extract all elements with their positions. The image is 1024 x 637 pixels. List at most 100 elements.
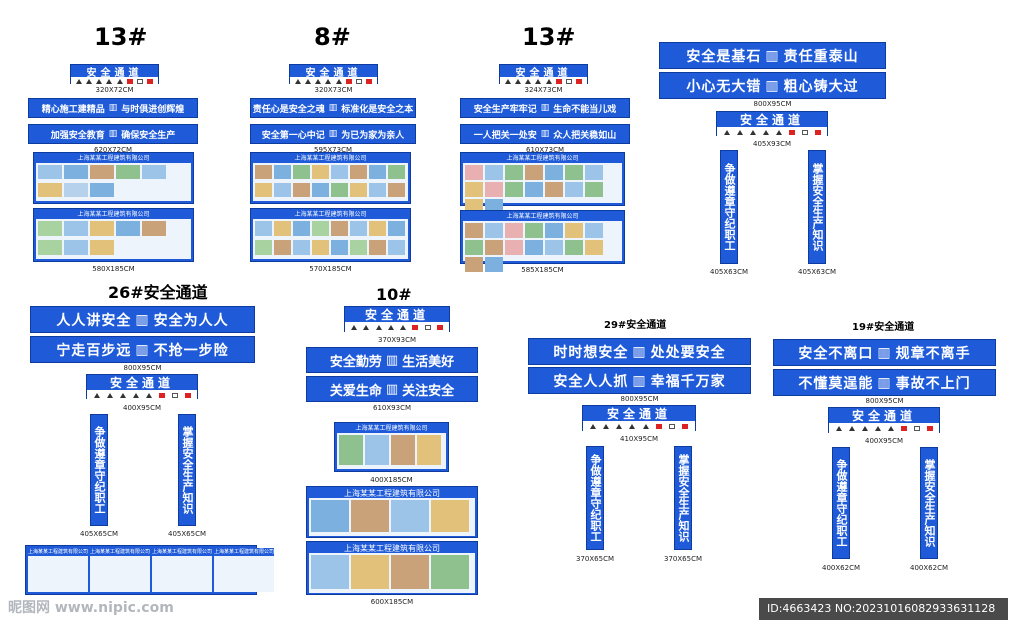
dimension-label: 370X65CM xyxy=(576,555,614,563)
dimension-label: 800X95CM xyxy=(753,100,792,108)
hard-hat-icon: ▥ xyxy=(632,372,647,389)
hard-hat-icon: ▥ xyxy=(135,311,150,328)
slogan-text: 安全人人抓 xyxy=(553,373,629,390)
info-board: 上海某某工程建筑有限公司 xyxy=(33,208,194,262)
info-board: 上海某某工程建筑有限公司 xyxy=(250,208,411,262)
slogan-text: 事故不上门 xyxy=(895,375,971,392)
safety-symbol-icons xyxy=(345,322,449,333)
dimension-label: 324X73CM xyxy=(524,86,563,94)
slogan-banner: 安全勤劳▥生活美好 xyxy=(306,347,478,373)
sign-label: 安全通道 xyxy=(345,307,449,322)
sign-label: 安全通道 xyxy=(71,65,158,79)
slogan-banner: 责任心是安全之魂▥标准化是安全之本 xyxy=(250,98,416,118)
info-board: 上海某某工程建筑有限公司 xyxy=(214,548,275,592)
slogan-text: 安全生产牢牢记 xyxy=(473,104,537,115)
slogan-banner: 安全生产牢牢记▥生命不能当儿戏 xyxy=(460,98,630,118)
dimension-label: 400X185CM xyxy=(370,476,413,484)
board-header: 上海某某工程建筑有限公司 xyxy=(77,211,150,218)
vertical-text: 掌握安全生产知识 xyxy=(677,454,690,542)
dimension-label: 600X185CM xyxy=(370,598,414,606)
safety-symbol-icons xyxy=(829,423,939,434)
slogan-text: 安全勤劳 xyxy=(329,354,382,370)
board-header: 上海某某工程建筑有限公司 xyxy=(214,548,275,556)
dimension-label: 410X95CM xyxy=(620,435,658,443)
safety-passage-sign: 安全通道 xyxy=(582,405,696,432)
dimension-label: 570X185CM xyxy=(309,265,352,273)
slogan-banner: 精心施工建精品▥与时俱进创辉煌 xyxy=(28,98,198,118)
vertical-banner-left: 争做遵章守纪职工 xyxy=(90,414,108,526)
board-header: 上海某某工程建筑有限公司 xyxy=(344,489,440,498)
slogan-text: 众人把关稳如山 xyxy=(553,130,617,141)
slogan-banner: 加强安全教育▥确保安全生产 xyxy=(28,124,198,144)
safety-passage-sign: 安全通道 xyxy=(344,306,450,333)
column-title: 8# xyxy=(314,23,351,51)
vertical-text: 掌握安全生产知识 xyxy=(923,459,936,547)
slogan-text: 标准化是安全之本 xyxy=(341,104,414,115)
column-title: 10# xyxy=(376,285,412,304)
vertical-banner-left: 争做遵章守纪职工 xyxy=(586,446,604,550)
info-board: 上海某某工程建筑有限公司 xyxy=(334,422,449,472)
vertical-text: 争做遵章守纪职工 xyxy=(93,426,106,514)
dimension-label: 800X95CM xyxy=(123,364,162,372)
info-board-row: 上海某某工程建筑有限公司 上海某某工程建筑有限公司 上海某某工程建筑有限公司 上… xyxy=(25,545,275,595)
slogan-text: 幸福千万家 xyxy=(650,373,726,390)
info-board: 上海某某工程建筑有限公司 xyxy=(33,152,194,204)
board-header: 上海某某工程建筑有限公司 xyxy=(152,548,213,556)
slogan-text: 责任心是安全之魂 xyxy=(252,104,325,115)
slogan-banner: 安全人人抓▥幸福千万家 xyxy=(528,367,751,394)
slogan-banner: 小心无大错▥粗心铸大过 xyxy=(659,72,886,99)
slogan-text: 安全第一心中记 xyxy=(261,130,325,141)
slogan-banner: 人人讲安全▥安全为人人 xyxy=(30,306,255,333)
slogan-text: 安全为人人 xyxy=(153,312,229,329)
dimension-label: 370X93CM xyxy=(378,336,416,344)
vertical-text: 掌握安全生产知识 xyxy=(811,163,824,251)
dimension-label: 405X63CM xyxy=(710,268,748,276)
hard-hat-icon: ▥ xyxy=(540,103,550,113)
vertical-text: 争做遵章守纪职工 xyxy=(835,459,848,547)
slogan-text: 规章不离手 xyxy=(895,345,971,362)
dimension-label: 370X65CM xyxy=(664,555,702,563)
dimension-label: 405X65CM xyxy=(80,530,118,538)
board-header: 上海某某工程建筑有限公司 xyxy=(294,211,367,218)
dimension-label: 400X95CM xyxy=(865,437,903,445)
vertical-text: 争做遵章守纪职工 xyxy=(589,454,602,542)
dimension-label: 580X185CM xyxy=(92,265,135,273)
sign-label: 安全通道 xyxy=(717,112,827,127)
hard-hat-icon: ▥ xyxy=(765,77,780,94)
board-header: 上海某某工程建筑有限公司 xyxy=(77,155,150,162)
safety-symbol-icons xyxy=(500,77,587,85)
dimension-label: 585X185CM xyxy=(521,266,564,274)
slogan-text: 安全不离口 xyxy=(798,345,874,362)
hard-hat-icon: ▥ xyxy=(135,341,150,358)
safety-passage-sign: 安全通道 xyxy=(716,111,828,137)
slogan-banner: 安全不离口▥规章不离手 xyxy=(773,339,996,366)
safety-passage-sign: 安全通道 xyxy=(289,64,378,85)
dimension-label: 405X93CM xyxy=(753,140,791,148)
slogan-text: 安全是基石 xyxy=(686,48,762,65)
dimension-label: 400X95CM xyxy=(123,404,161,412)
sign-label: 安全通道 xyxy=(583,406,695,421)
dimension-label: 400X62CM xyxy=(822,564,860,572)
info-board: 上海某某工程建筑有限公司 xyxy=(250,152,411,204)
slogan-banner: 一人把关一处安▥众人把关稳如山 xyxy=(460,124,630,144)
hard-hat-icon: ▥ xyxy=(765,47,780,64)
safety-passage-sign: 安全通道 xyxy=(499,64,588,85)
slogan-text: 处处要安全 xyxy=(650,344,726,361)
board-header: 上海某某工程建筑有限公司 xyxy=(90,548,151,556)
info-board: 上海某某工程建筑有限公司 xyxy=(306,486,478,538)
hard-hat-icon: ▥ xyxy=(328,103,338,113)
slogan-text: 小心无大错 xyxy=(686,78,762,95)
slogan-text: 与时俱进创辉煌 xyxy=(121,104,185,115)
slogan-banner: 安全第一心中记▥为已为家为亲人 xyxy=(250,124,416,144)
id-bar: ID:4663423 NO:20231016082933631128 xyxy=(759,598,1008,620)
dimension-label: 405X63CM xyxy=(798,268,836,276)
slogan-banner: 不懂莫逞能▥事故不上门 xyxy=(773,369,996,396)
slogan-text: 加强安全教育 xyxy=(50,130,105,141)
board-header: 上海某某工程建筑有限公司 xyxy=(355,425,428,432)
column-title: 13# xyxy=(94,23,148,51)
hard-hat-icon: ▥ xyxy=(385,381,399,397)
board-header: 上海某某工程建筑有限公司 xyxy=(506,155,579,162)
slogan-text: 生命不能当儿戏 xyxy=(553,104,617,115)
dimension-label: 620X72CM xyxy=(94,146,132,154)
slogan-text: 确保安全生产 xyxy=(121,130,176,141)
